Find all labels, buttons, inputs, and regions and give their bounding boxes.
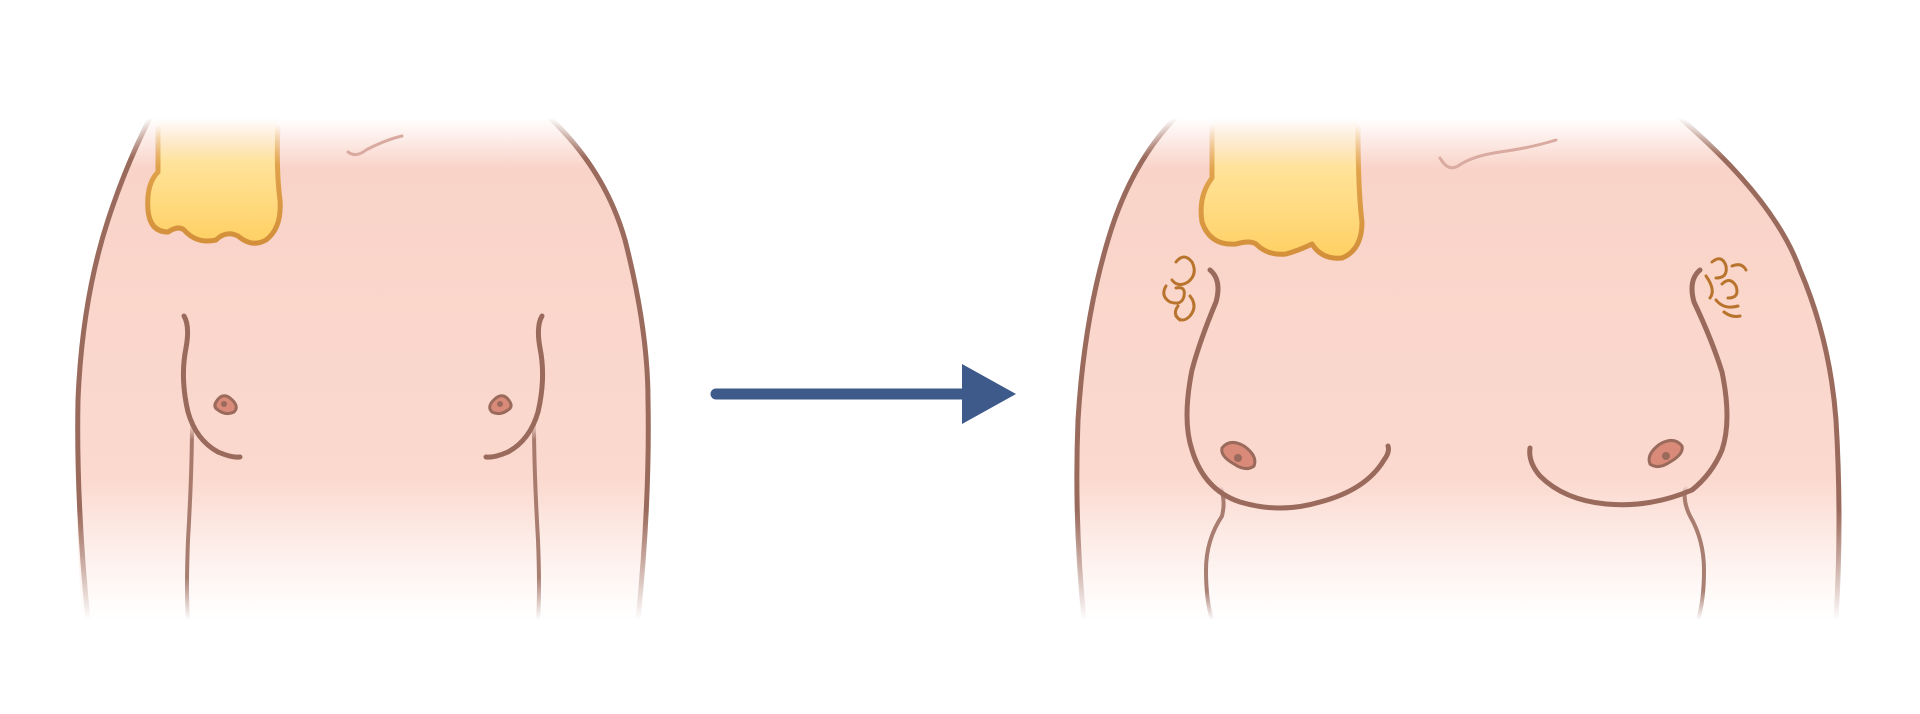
before-neck	[147, 118, 281, 244]
after-right-underarm-hair	[1704, 257, 1748, 318]
after-left-breast-outline	[1184, 267, 1391, 511]
after-right-breast-outline	[1527, 267, 1730, 508]
before-right-abdomen-line	[532, 422, 541, 622]
after-neck	[1201, 118, 1362, 259]
before-torso-skin	[76, 118, 649, 620]
before-right-chest-line	[483, 313, 546, 460]
after-right-abdomen-line	[1682, 484, 1707, 622]
after-right-nipple	[1647, 439, 1684, 469]
after-left-underarm-hair	[1162, 255, 1196, 322]
before-right-nipple	[488, 394, 513, 416]
before-left-nipple	[213, 394, 238, 416]
before-collarbone	[346, 134, 404, 157]
before-torso	[75, 115, 651, 623]
after-left-arm-outline	[1074, 115, 1178, 623]
after-torso	[1074, 115, 1842, 623]
right-arrow-icon	[710, 364, 1016, 424]
after-left-abdomen-line	[1203, 484, 1226, 622]
before-left-arm-outline	[75, 115, 153, 623]
before-right-arm-outline	[547, 115, 651, 623]
after-right-arm-outline	[1677, 115, 1842, 623]
before-neck-outline	[145, 122, 283, 246]
after-collarbone	[1438, 138, 1558, 170]
after-neck-outline	[1198, 122, 1365, 261]
before-left-abdomen-line	[185, 422, 194, 622]
after-left-nipple	[1220, 441, 1257, 471]
before-left-chest-line	[180, 313, 243, 460]
